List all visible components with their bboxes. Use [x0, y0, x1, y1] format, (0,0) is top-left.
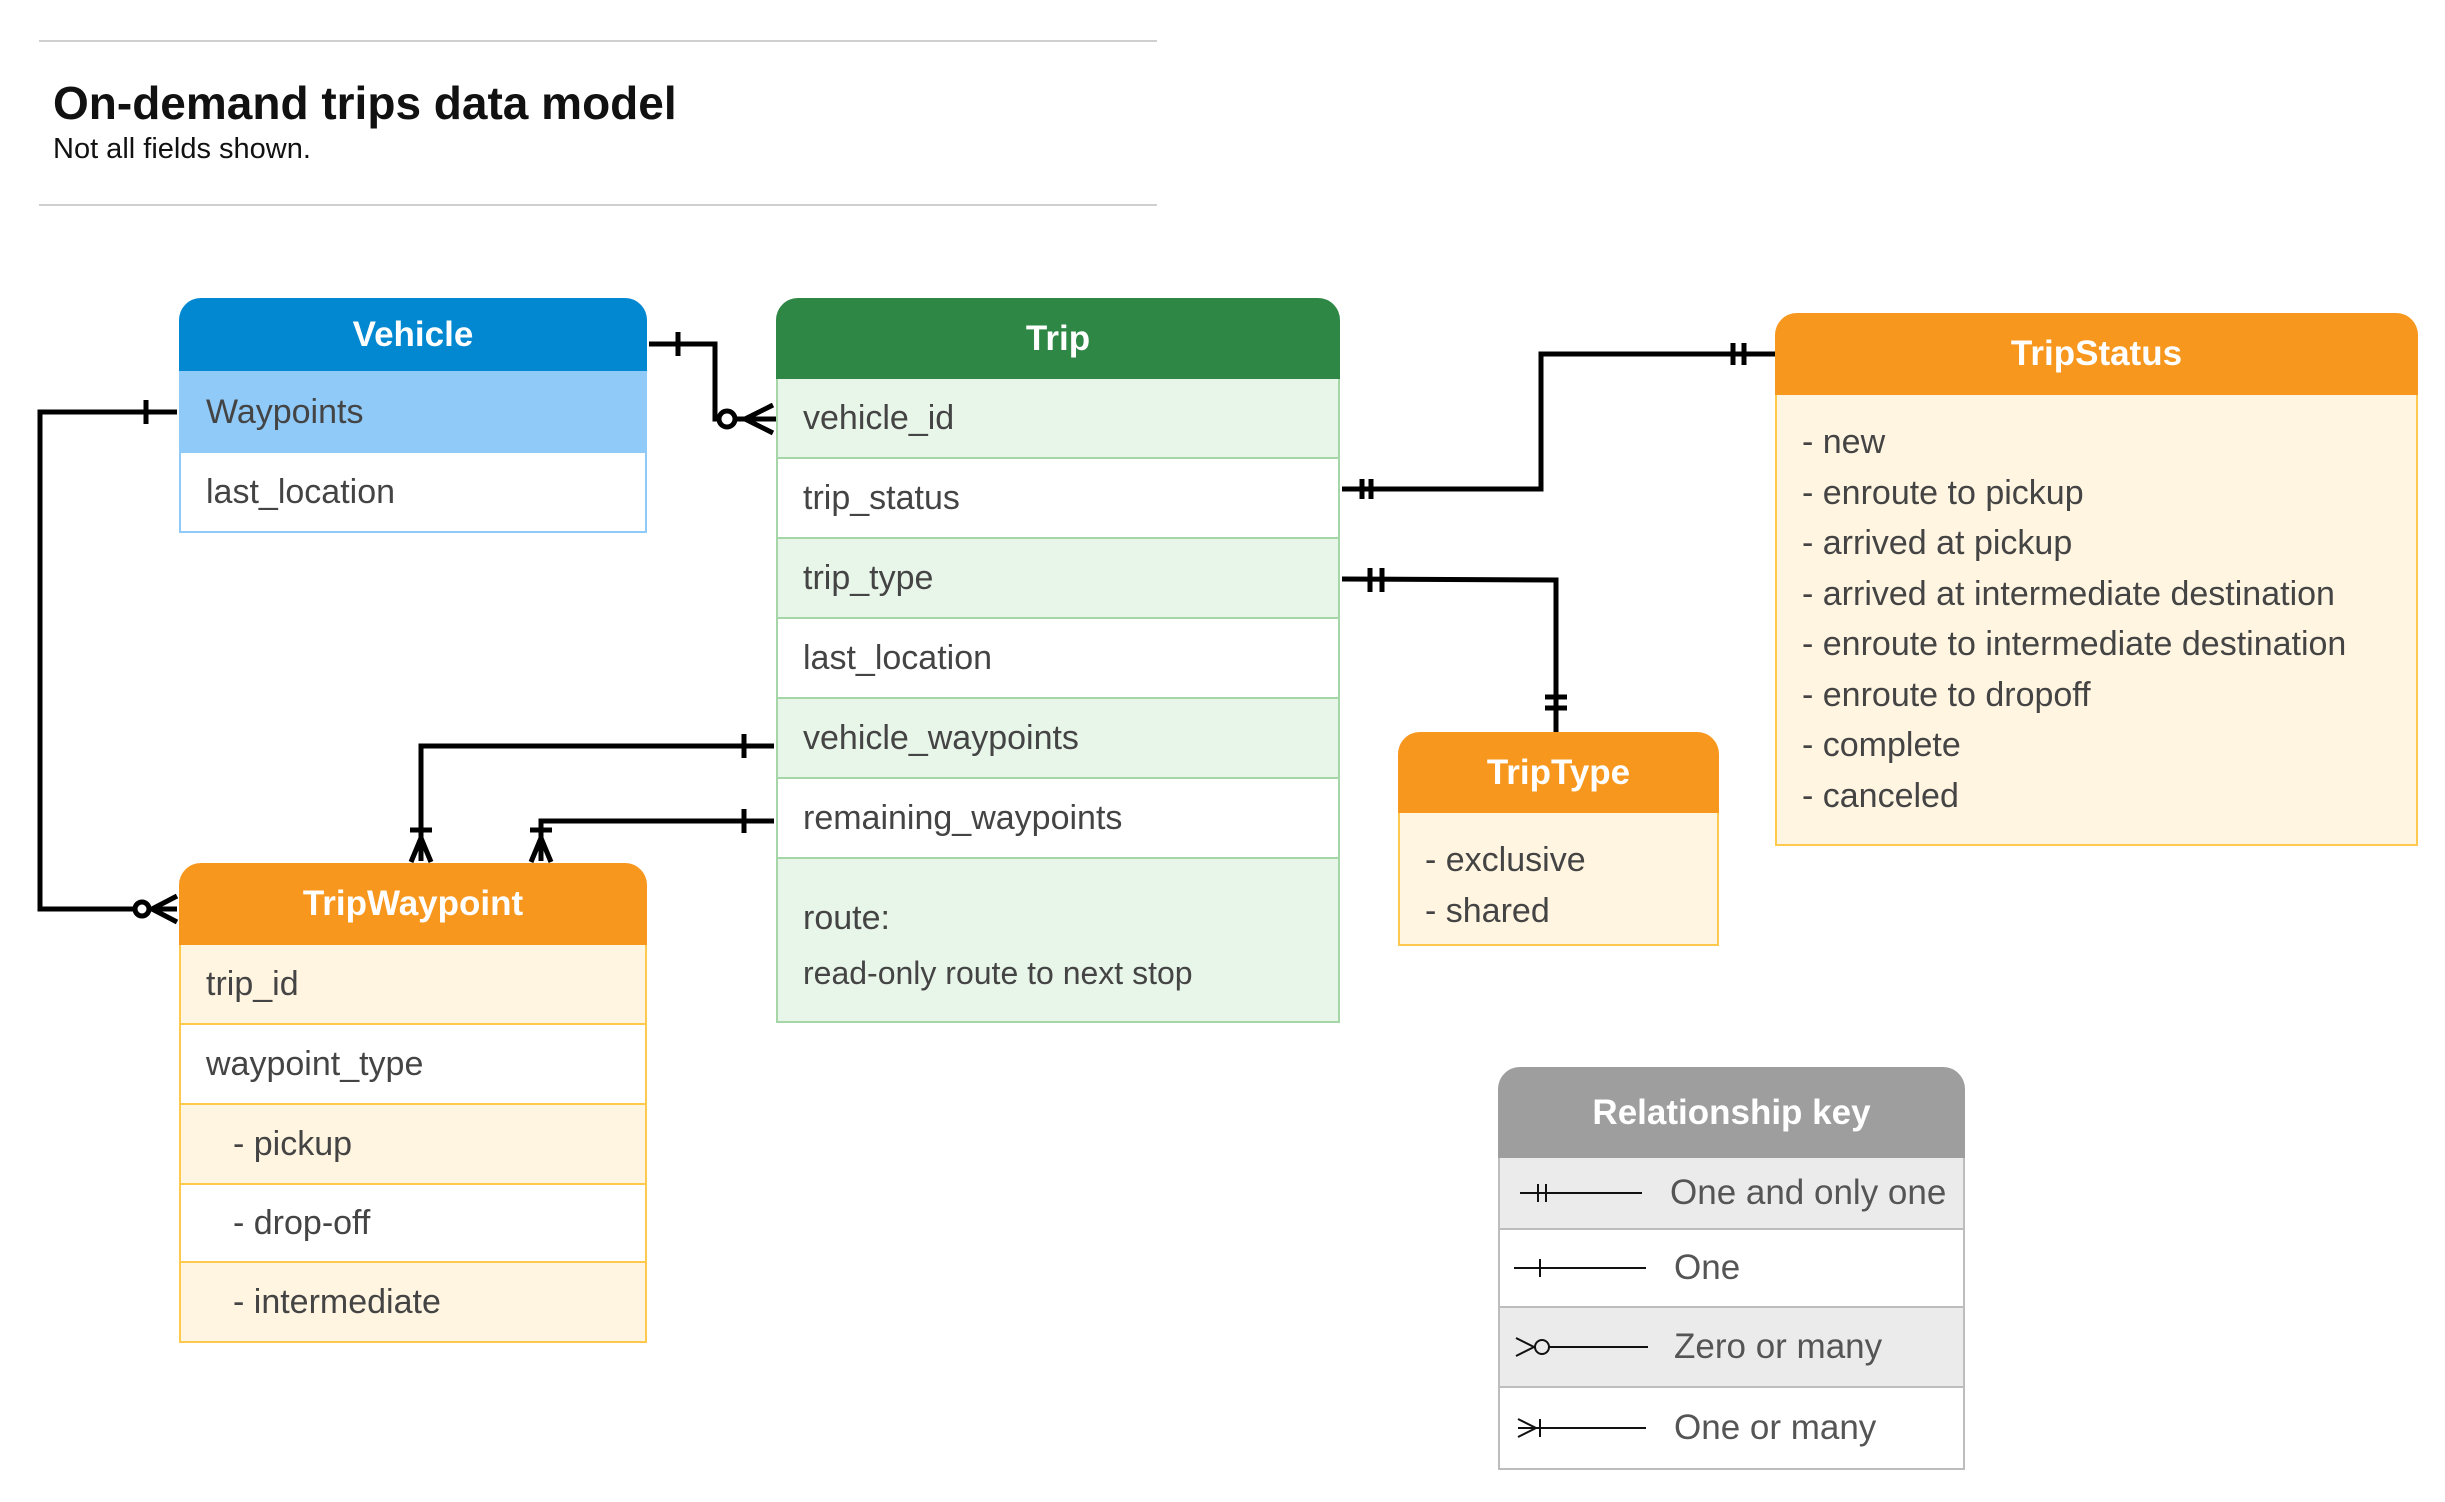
relationship-key: Relationship key One and only one One Ze…: [1498, 1067, 1965, 1470]
entity-header: TripType: [1398, 732, 1719, 813]
connector-vehicle-waypoints-tripwaypoint: [37, 400, 179, 925]
type-value: - exclusive: [1425, 841, 1586, 879]
field-vehicle-id: vehicle_id: [778, 379, 1338, 459]
one-icon: [1514, 1259, 1646, 1277]
status-value: - canceled: [1802, 776, 1959, 815]
status-value: - enroute to intermediate destination: [1802, 625, 2347, 663]
field-last-location: last_location: [778, 619, 1338, 699]
status-value: - enroute to dropoff: [1802, 675, 2091, 714]
connector-vehicle-waypoints-trip: [408, 734, 774, 863]
status-value: - enroute to pickup: [1802, 473, 2084, 512]
field-trip-id: trip_id: [181, 945, 645, 1025]
diagram-title: On-demand trips data model: [53, 77, 677, 129]
one-or-many-icon: [1517, 1418, 1646, 1438]
key-label: One: [1674, 1248, 1741, 1287]
one-and-only-one-icon: [1520, 1184, 1642, 1202]
status-value: - new: [1802, 423, 1886, 461]
connector-vehicle-trip: [649, 332, 776, 436]
waypoint-type-pickup: - pickup: [181, 1105, 645, 1185]
status-value: - arrived at pickup: [1802, 524, 2073, 562]
entity-header: Trip: [776, 298, 1340, 379]
key-one-and-only-one: One and only one: [1500, 1158, 1963, 1230]
route-label: route:: [803, 899, 890, 937]
field-route: route: read-only route to next stop: [778, 859, 1338, 1021]
field-waypoint-type: waypoint_type: [181, 1025, 645, 1105]
key-label: One and only one: [1670, 1173, 1947, 1212]
field-waypoints: Waypoints: [181, 371, 645, 453]
route-description: read-only route to next stop: [803, 955, 1193, 991]
entity-vehicle: Vehicle Waypoints last_location: [179, 298, 647, 533]
field-trip-status: trip_status: [778, 459, 1338, 539]
entity-trip: Trip vehicle_id trip_status trip_type la…: [776, 298, 1340, 1023]
key-one: One: [1500, 1230, 1963, 1308]
field-vehicle-waypoints: vehicle_waypoints: [778, 699, 1338, 779]
entity-trip-type: TripType - exclusive - shared: [1398, 732, 1719, 946]
connector-trip-status: [1342, 343, 1775, 499]
field-remaining-waypoints: remaining_waypoints: [778, 779, 1338, 859]
zero-or-many-icon: [1515, 1337, 1648, 1357]
status-value: - complete: [1802, 726, 1961, 764]
divider-top: [39, 40, 1157, 42]
field-last-location: last_location: [181, 453, 645, 531]
field-trip-type: trip_type: [778, 539, 1338, 619]
connector-trip-type: [1341, 568, 1567, 732]
divider-bottom: [39, 204, 1157, 206]
type-value: - shared: [1425, 891, 1550, 930]
key-one-or-many: One or many: [1500, 1388, 1963, 1468]
status-values: - new - enroute to pickup - arrived at p…: [1775, 395, 2418, 846]
key-header: Relationship key: [1498, 1067, 1965, 1158]
key-label: Zero or many: [1674, 1327, 1883, 1366]
entity-header: TripStatus: [1775, 313, 2418, 395]
waypoint-type-intermediate: - intermediate: [181, 1263, 645, 1341]
entity-trip-status: TripStatus - new - enroute to pickup - a…: [1775, 313, 2418, 846]
diagram-subtitle: Not all fields shown.: [53, 133, 311, 165]
entity-header: Vehicle: [179, 298, 647, 371]
waypoint-type-dropoff: - drop-off: [181, 1185, 645, 1263]
status-value: - arrived at intermediate destination: [1802, 574, 2335, 613]
key-label: One or many: [1674, 1408, 1877, 1447]
type-values: - exclusive - shared: [1398, 813, 1719, 946]
key-zero-or-many: Zero or many: [1500, 1308, 1963, 1388]
connector-remaining-waypoints-trip: [528, 809, 774, 863]
entity-header: TripWaypoint: [179, 863, 647, 945]
entity-trip-waypoint: TripWaypoint trip_id waypoint_type - pic…: [179, 863, 647, 1343]
